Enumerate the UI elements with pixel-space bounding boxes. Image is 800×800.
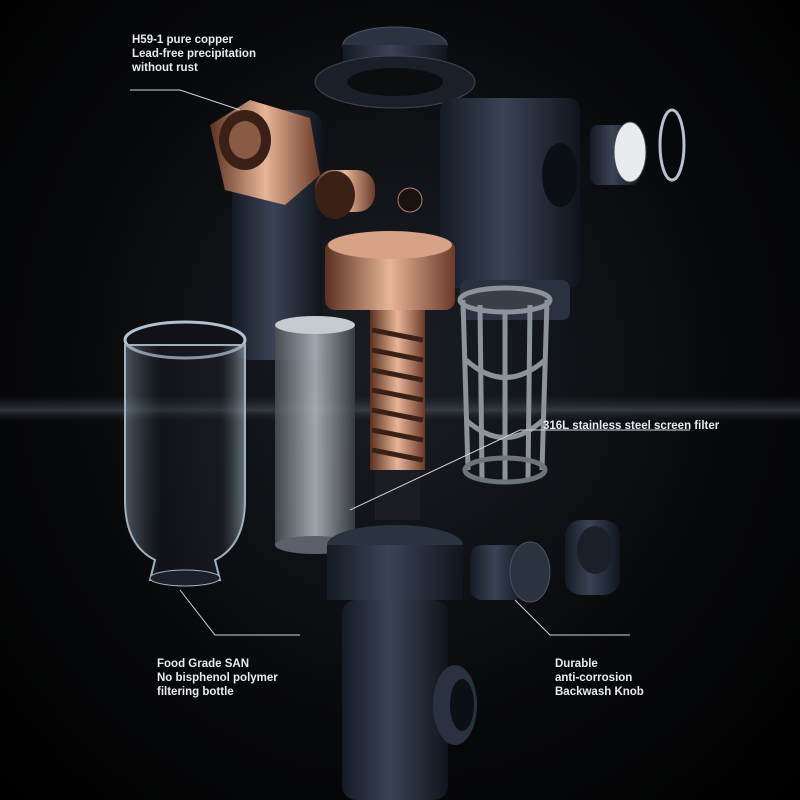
- copper-core: [370, 310, 425, 520]
- lower-housing: [327, 525, 477, 800]
- label-screen-filter: 316L stainless steel screen filter: [543, 420, 720, 432]
- backwash-knob-parts: [470, 520, 620, 603]
- label-bottle: Food Grade SAN No bisphenol polymer filt…: [157, 658, 278, 698]
- pressure-gauge: [590, 108, 686, 185]
- glass-bottle: [123, 320, 247, 587]
- label-backwash-knob: Durable anti-corrosion Backwash Knob: [555, 658, 644, 698]
- copper-fittings: [210, 100, 455, 310]
- top-cap: [314, 26, 476, 109]
- callout-lines: [130, 89, 690, 636]
- label-copper: H59-1 pure copper Lead-free precipitatio…: [132, 34, 256, 74]
- steel-screen-cylinder: [275, 316, 355, 554]
